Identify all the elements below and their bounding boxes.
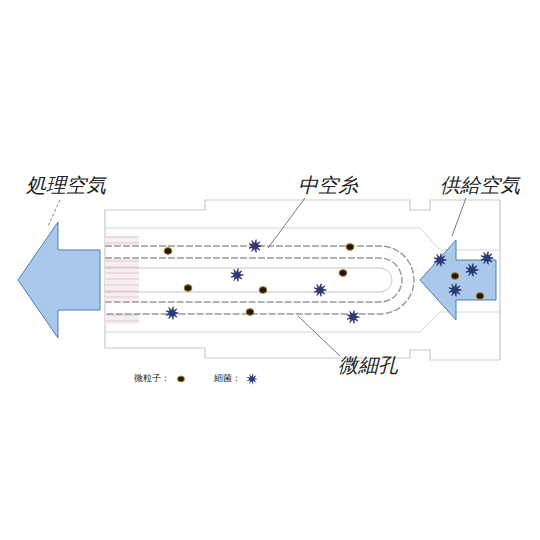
- inlet-arrow: [420, 240, 496, 320]
- outlet-arrow: [18, 222, 100, 338]
- leader-line: [298, 316, 340, 356]
- bacterium: [166, 307, 179, 320]
- particle: [339, 270, 347, 277]
- particle: [246, 309, 254, 316]
- potting: [105, 236, 139, 246]
- bacterium: [249, 240, 262, 253]
- part-label: 中空糸: [298, 174, 358, 196]
- bacterium: [434, 254, 447, 267]
- particle: [259, 287, 267, 294]
- bacterium: [466, 264, 479, 277]
- part-label: 処理空気: [26, 174, 106, 196]
- bacterium: [449, 284, 462, 297]
- bacterium: [314, 284, 327, 297]
- leader-line: [268, 198, 305, 248]
- housing: [105, 200, 500, 360]
- hollow-fiber-core: [105, 268, 392, 292]
- legend-row: 微粒子：: [134, 372, 188, 386]
- bacterium: [231, 269, 244, 282]
- part-label: 供給空気: [440, 174, 520, 196]
- potting: [105, 314, 139, 324]
- bacterium: [347, 311, 360, 324]
- potting: [105, 258, 139, 302]
- legend-sample: [245, 372, 259, 386]
- particle: [346, 244, 354, 251]
- leader-line: [48, 200, 60, 226]
- legend-text: 微粒子：: [134, 374, 170, 384]
- part-label: 微細孔: [338, 354, 398, 376]
- particle: [184, 285, 192, 292]
- housing-inner: [105, 228, 500, 332]
- legend-text: 細菌：: [214, 374, 241, 384]
- leader-line: [452, 198, 466, 236]
- bacterium-sample: [246, 373, 258, 385]
- legend-sample: [174, 372, 188, 386]
- hollow-fiber: [105, 246, 414, 314]
- hollow-fiber: [105, 258, 402, 302]
- particle-sample: [178, 376, 185, 382]
- bacterium: [481, 252, 494, 265]
- particle: [164, 248, 172, 255]
- particle: [476, 293, 484, 300]
- legend-row: 細菌：: [214, 372, 259, 386]
- particle: [451, 273, 459, 280]
